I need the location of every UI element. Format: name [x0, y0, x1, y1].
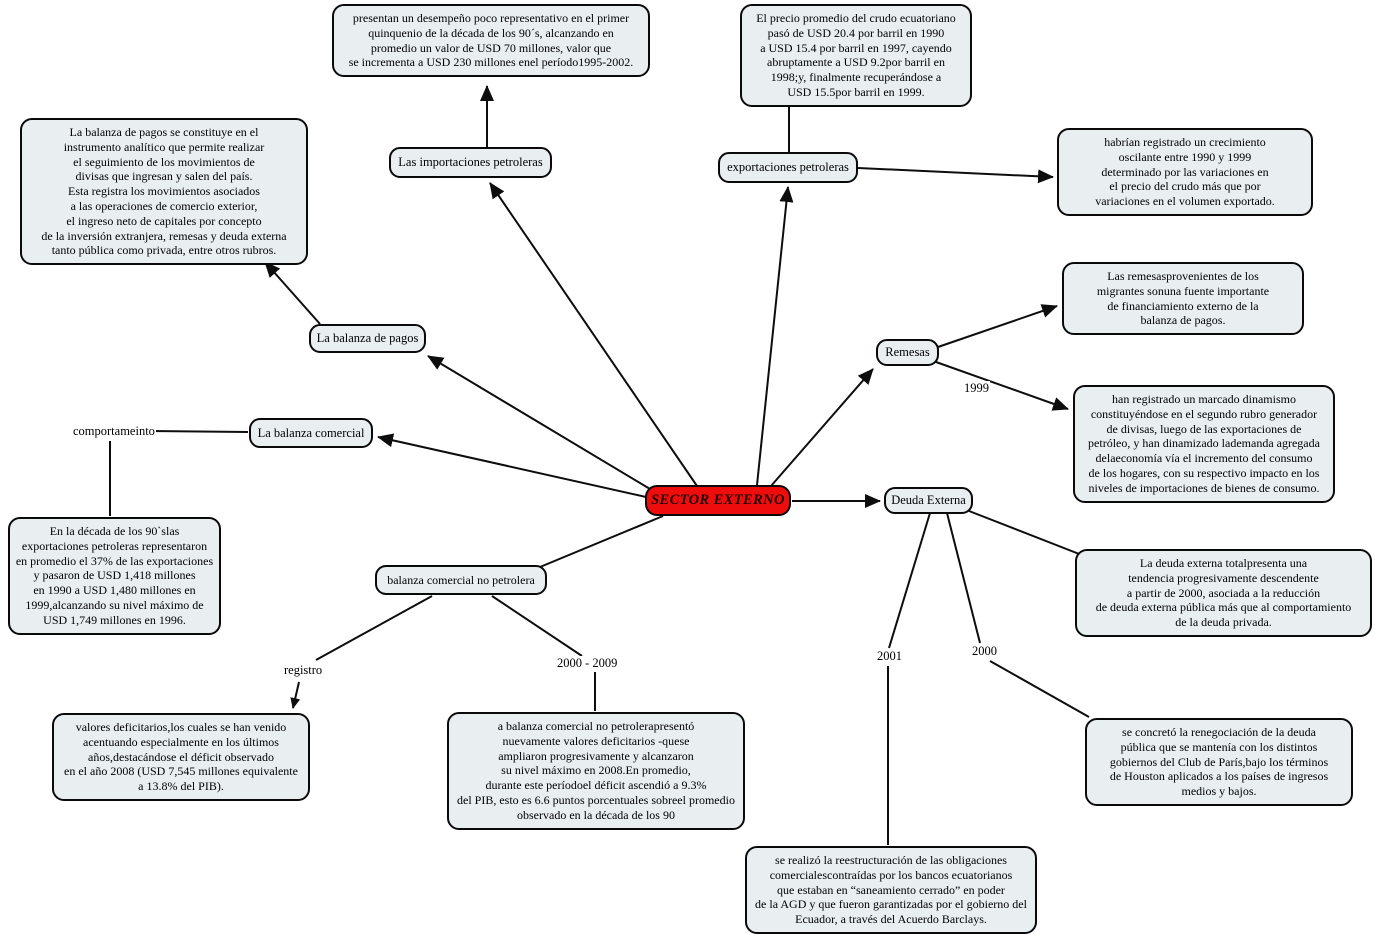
node-importaciones-petroleras[interactable]: Las importaciones petroleras: [389, 147, 552, 178]
textbox-crecimiento-oscilante[interactable]: habrían registrado un crecimiento oscila…: [1057, 128, 1313, 216]
link-label-2000[interactable]: 2000: [971, 644, 998, 659]
link-label-comportameinto[interactable]: comportameinto: [72, 424, 156, 439]
link-label-registro[interactable]: registro: [283, 663, 324, 678]
textbox-deuda-total-tendencia[interactable]: La deuda externa totalpresenta una tende…: [1075, 549, 1372, 637]
textbox-exportaciones-90s[interactable]: En la década de los 90`slas exportacione…: [8, 517, 221, 635]
node-balanza-comercial[interactable]: La balanza comercial: [249, 418, 373, 448]
textbox-balanza-pagos-definicion[interactable]: La balanza de pagos se constituye en el …: [20, 118, 308, 266]
textbox-remesas-fuente[interactable]: Las remesasprovenientes de los migrantes…: [1062, 262, 1304, 336]
node-balanza-comercial-no-petrolera[interactable]: balanza comercial no petrolera: [375, 565, 547, 595]
node-sector-externo[interactable]: SECTOR EXTERNO: [645, 485, 791, 516]
textbox-precio-crudo[interactable]: El precio promedio del crudo ecuatoriano…: [740, 4, 972, 107]
textbox-reestructuracion-obligaciones[interactable]: se realizó la reestructuración de las ob…: [745, 846, 1037, 934]
textbox-valores-deficitarios[interactable]: valores deficitarios,los cuales se han v…: [52, 713, 310, 801]
node-remesas[interactable]: Remesas: [876, 339, 939, 366]
node-balanza-de-pagos[interactable]: La balanza de pagos: [309, 324, 426, 353]
node-exportaciones-petroleras[interactable]: exportaciones petroleras: [718, 152, 858, 183]
link-label-2001[interactable]: 2001: [876, 649, 903, 664]
link-label-1999[interactable]: 1999: [963, 381, 990, 396]
link-label-2000-2009[interactable]: 2000 - 2009: [556, 656, 619, 671]
textbox-remesas-dinamismo[interactable]: han registrado un marcado dinamismo cons…: [1073, 385, 1335, 503]
textbox-no-petrolera-deficit[interactable]: a balanza comercial no petrolerapresentó…: [447, 712, 745, 830]
node-deuda-externa[interactable]: Deuda Externa: [884, 487, 973, 514]
textbox-renegociacion-deuda[interactable]: se concretó la renegociación de la deuda…: [1085, 718, 1353, 806]
textbox-importaciones-desempeno[interactable]: presentan un desempeño poco representati…: [332, 4, 650, 78]
